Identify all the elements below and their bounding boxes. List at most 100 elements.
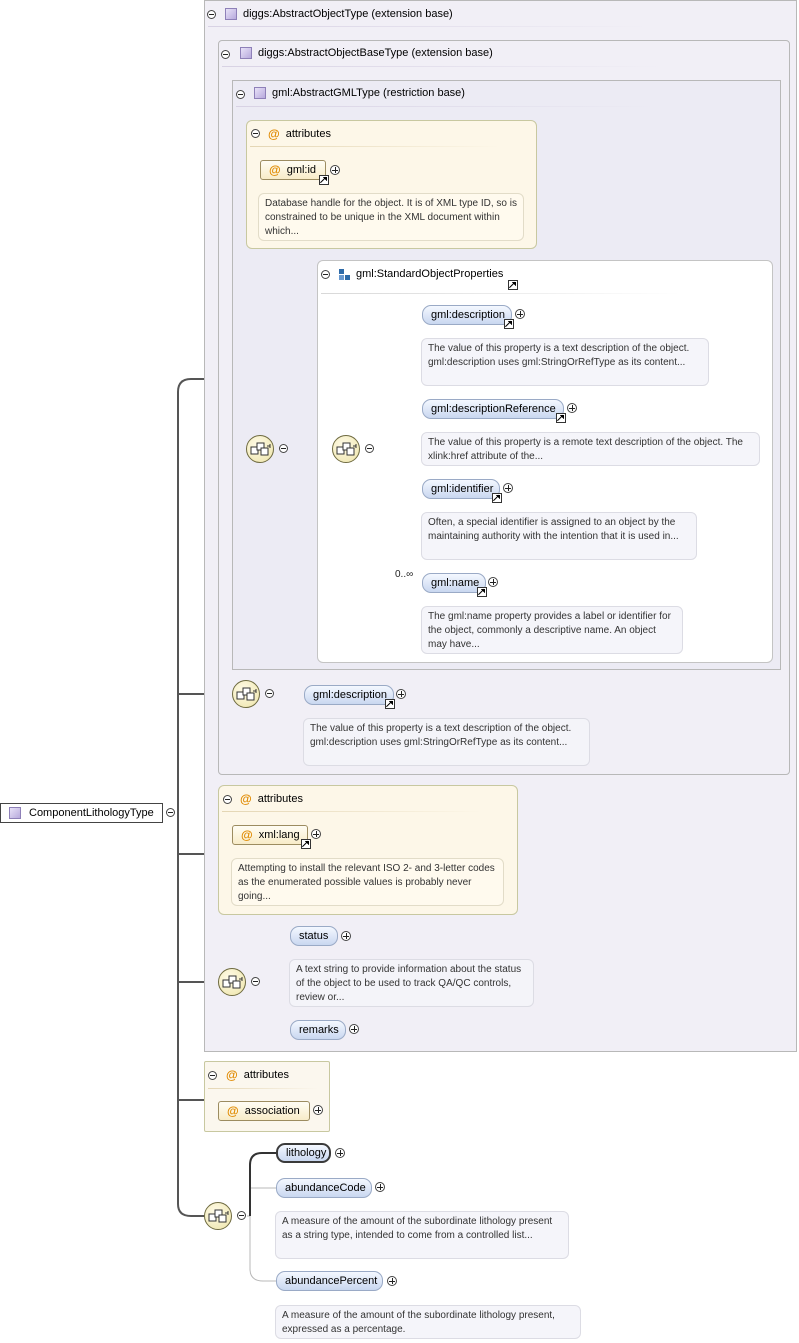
- standard-object-properties-label: gml:StandardObjectProperties: [356, 268, 504, 280]
- sequence-glyph: [336, 442, 357, 456]
- expand-toggle[interactable]: [335, 1148, 345, 1158]
- sequence-glyph: [208, 1209, 229, 1223]
- status-element[interactable]: status: [290, 926, 338, 946]
- header-divider: [236, 106, 656, 107]
- sequence-compositor-icon[interactable]: [204, 1202, 232, 1230]
- xml-lang-doc: Attempting to install the relevant ISO 2…: [231, 858, 504, 906]
- sequence-compositor-icon[interactable]: [246, 435, 274, 463]
- sequence-glyph: [250, 442, 271, 456]
- xml-lang-attributes-header: @ attributes: [240, 792, 303, 806]
- collapse-toggle[interactable]: [221, 50, 230, 59]
- attributes-label: attributes: [243, 1069, 289, 1081]
- standard-object-properties-header: gml:StandardObjectProperties: [339, 268, 503, 280]
- association-attribute[interactable]: @ association: [218, 1101, 310, 1121]
- header-divider: [208, 26, 648, 27]
- expand-toggle[interactable]: [515, 309, 525, 319]
- reference-icon[interactable]: [556, 413, 566, 423]
- expand-toggle[interactable]: [349, 1024, 359, 1034]
- xml-lang-label: xml:lang: [258, 829, 300, 841]
- gml-description-doc: The value of this property is a text des…: [421, 338, 709, 386]
- sequence-glyph: [222, 975, 243, 989]
- group-icon: [339, 268, 350, 280]
- reference-icon[interactable]: [492, 493, 502, 503]
- abstract-gml-type-label: gml:AbstractGMLType (restriction base): [272, 87, 465, 99]
- gml-identifier-doc: Often, a special identifier is assigned …: [421, 512, 697, 560]
- object-base-description-element[interactable]: gml:description: [304, 685, 394, 705]
- gml-id-label: gml:id: [286, 164, 317, 176]
- gml-id-attribute[interactable]: @ gml:id: [260, 160, 326, 180]
- abstract-object-base-type-header: diggs:AbstractObjectBaseType (extension …: [240, 47, 493, 59]
- collapse-toggle[interactable]: [236, 90, 245, 99]
- abstract-gml-type-header: gml:AbstractGMLType (restriction base): [254, 87, 465, 99]
- xml-lang-attribute[interactable]: @ xml:lang: [232, 825, 308, 845]
- complex-type-icon: [240, 47, 252, 59]
- sequence-compositor-icon[interactable]: [232, 680, 260, 708]
- attributes-label: attributes: [285, 128, 331, 140]
- object-base-description-doc: The value of this property is a text des…: [303, 718, 590, 766]
- header-divider: [222, 811, 482, 812]
- abundance-percent-doc: A measure of the amount of the subordina…: [275, 1305, 581, 1339]
- abundance-code-doc: A measure of the amount of the subordina…: [275, 1211, 569, 1259]
- expand-toggle[interactable]: [396, 689, 406, 699]
- complex-type-icon: [225, 8, 237, 20]
- attributes-label: attributes: [257, 793, 303, 805]
- abundance-percent-element[interactable]: abundancePercent: [276, 1271, 383, 1291]
- multiplicity-label: 0..∞: [395, 569, 414, 580]
- component-lithology-type-root[interactable]: ComponentLithologyType: [0, 803, 163, 823]
- collapse-toggle[interactable]: [365, 444, 374, 453]
- expand-toggle[interactable]: [375, 1182, 385, 1192]
- reference-icon[interactable]: [477, 587, 487, 597]
- lithology-element[interactable]: lithology: [276, 1143, 331, 1163]
- collapse-toggle[interactable]: [265, 689, 274, 698]
- complex-type-icon: [9, 807, 21, 819]
- expand-toggle[interactable]: [341, 931, 351, 941]
- reference-icon[interactable]: [385, 699, 395, 709]
- collapse-toggle[interactable]: [207, 10, 216, 19]
- header-divider: [208, 1088, 318, 1089]
- collapse-toggle[interactable]: [166, 808, 175, 817]
- sequence-compositor-icon[interactable]: [218, 968, 246, 996]
- collapse-toggle[interactable]: [237, 1211, 246, 1220]
- collapse-toggle[interactable]: [279, 444, 288, 453]
- collapse-toggle[interactable]: [251, 129, 260, 138]
- attribute-icon: @: [268, 127, 280, 141]
- expand-toggle[interactable]: [567, 403, 577, 413]
- attribute-icon: @: [226, 1068, 238, 1082]
- reference-icon[interactable]: [504, 319, 514, 329]
- gml-id-doc: Database handle for the object. It is of…: [258, 193, 524, 241]
- header-divider: [321, 293, 681, 294]
- sequence-glyph: [236, 687, 257, 701]
- association-attributes-header: @ attributes: [226, 1068, 289, 1082]
- expand-toggle[interactable]: [503, 483, 513, 493]
- remarks-element[interactable]: remarks: [290, 1020, 346, 1040]
- gml-description-element[interactable]: gml:description: [422, 305, 512, 325]
- gml-attributes-header: @ attributes: [268, 127, 331, 141]
- attribute-icon: @: [241, 828, 253, 842]
- attribute-icon: @: [269, 163, 281, 177]
- sequence-compositor-icon[interactable]: [332, 435, 360, 463]
- attribute-icon: @: [227, 1104, 239, 1118]
- gml-description-reference-element[interactable]: gml:descriptionReference: [422, 399, 564, 419]
- abstract-object-type-label: diggs:AbstractObjectType (extension base…: [243, 8, 453, 20]
- collapse-toggle[interactable]: [251, 977, 260, 986]
- abundance-code-element[interactable]: abundanceCode: [276, 1178, 372, 1198]
- collapse-toggle[interactable]: [321, 270, 330, 279]
- expand-toggle[interactable]: [488, 577, 498, 587]
- attribute-icon: @: [240, 792, 252, 806]
- abstract-object-base-type-label: diggs:AbstractObjectBaseType (extension …: [258, 47, 493, 59]
- reference-icon[interactable]: [301, 839, 311, 849]
- association-label: association: [244, 1105, 300, 1117]
- gml-name-element[interactable]: gml:name: [422, 573, 486, 593]
- collapse-toggle[interactable]: [208, 1071, 217, 1080]
- expand-toggle[interactable]: [311, 829, 321, 839]
- root-label: ComponentLithologyType: [29, 807, 154, 819]
- header-divider: [250, 146, 500, 147]
- reference-icon[interactable]: [319, 175, 329, 185]
- expand-toggle[interactable]: [330, 165, 340, 175]
- gml-description-reference-doc: The value of this property is a remote t…: [421, 432, 760, 466]
- expand-toggle[interactable]: [313, 1105, 323, 1115]
- gml-identifier-element[interactable]: gml:identifier: [422, 479, 500, 499]
- reference-icon[interactable]: [508, 280, 518, 290]
- collapse-toggle[interactable]: [223, 795, 232, 804]
- expand-toggle[interactable]: [387, 1276, 397, 1286]
